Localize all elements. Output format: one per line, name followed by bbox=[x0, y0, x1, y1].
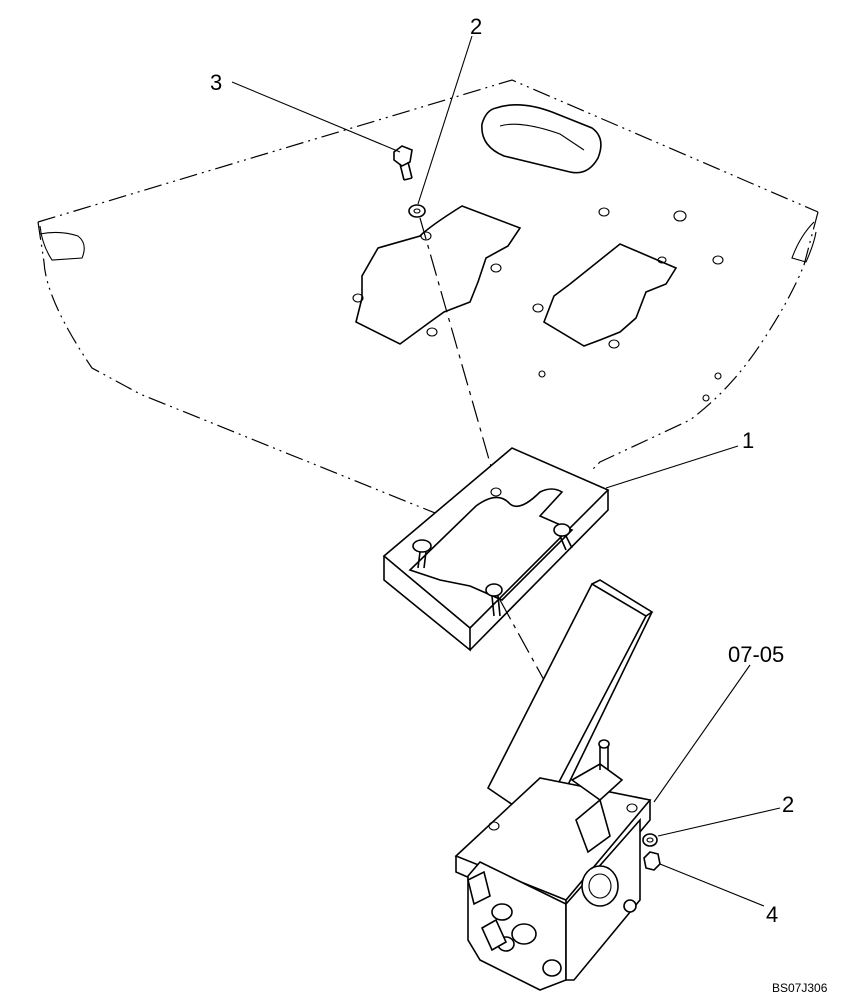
washer-top bbox=[408, 204, 426, 218]
pedal-valve bbox=[454, 579, 654, 991]
nut bbox=[643, 851, 661, 871]
plate-bolt-2 bbox=[553, 523, 573, 551]
floor-plate bbox=[37, 79, 819, 516]
mounting-plate bbox=[382, 447, 610, 652]
plate-bolt-3 bbox=[485, 583, 503, 617]
callout-2-bottom: 2 bbox=[782, 792, 794, 817]
callout-4: 4 bbox=[766, 902, 778, 927]
plate-bolt-1 bbox=[412, 539, 432, 569]
callout-1: 1 bbox=[742, 428, 754, 453]
callout-07-05: 07-05 bbox=[728, 642, 784, 667]
drawing-code: BS07J306 bbox=[772, 981, 828, 995]
leader-lines bbox=[231, 35, 781, 907]
callout-2-top: 2 bbox=[470, 14, 482, 39]
callout-3: 3 bbox=[210, 70, 222, 95]
washer-bottom bbox=[642, 833, 658, 847]
